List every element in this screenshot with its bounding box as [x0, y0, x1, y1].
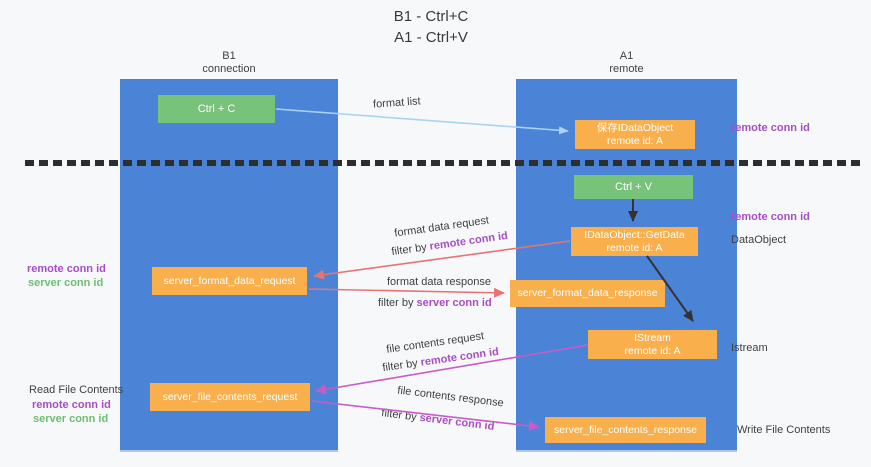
- server-file-contents-response-box: server_file_contents_response: [545, 417, 706, 443]
- flow-label-format-data-response: format data response: [387, 276, 491, 288]
- ctrl-c-label: Ctrl + C: [197, 102, 236, 115]
- annotation-server-conn-id-1: server conn id: [28, 277, 104, 289]
- arrow-format-data-response: [308, 287, 505, 298]
- lifeline-b1-role: connection: [202, 63, 256, 75]
- session-separator-dashed-line: [25, 160, 861, 166]
- annotation-remote-conn-id-2: remote conn id: [32, 399, 111, 411]
- annotation-remote-conn-id-1: remote conn id: [27, 263, 106, 275]
- flow-label-file-contents-response: file contents response: [396, 384, 505, 410]
- idataobject-getdata-line2: remote id: A: [606, 241, 663, 254]
- lifeline-a1-role: remote: [609, 63, 644, 75]
- save-idataobject-line2: remote id: A: [606, 134, 664, 147]
- annotation-istream: Istream: [731, 342, 768, 354]
- idataobject-getdata-box: IDataObject::GetData remote id: A: [571, 227, 698, 256]
- annotation-write-file-contents: Write File Contents: [737, 424, 831, 436]
- annotation-server-conn-id-2: server conn id: [33, 413, 109, 425]
- server-file-contents-response-label: server_file_contents_response: [553, 423, 697, 436]
- annotation-remote-conn-id-top: remote conn id: [731, 122, 810, 134]
- title-line-1: B1 - Ctrl+C: [393, 8, 469, 25]
- lifeline-b1-name: B1: [222, 50, 236, 62]
- server-format-data-request-box: server_format_data_request: [152, 267, 307, 295]
- ctrl-v-box: Ctrl + V: [574, 175, 693, 199]
- istream-line2: remote id: A: [624, 344, 681, 357]
- server-format-data-response-label: server_format_data_response: [517, 287, 658, 299]
- server-file-contents-request-box: server_file_contents_request: [150, 383, 310, 411]
- istream-line1: IStream: [634, 331, 671, 344]
- flow-label-format-list: format list: [372, 95, 422, 111]
- annotation-dataobject: DataObject: [731, 234, 787, 246]
- annotation-read-file-contents: Read File Contents: [29, 384, 124, 396]
- filter-key: server conn id: [418, 411, 495, 433]
- lifeline-header-b1: B1 connection: [120, 50, 338, 76]
- server-file-contents-request-label: server_file_contents_request: [162, 390, 298, 403]
- ctrl-c-box: Ctrl + C: [158, 95, 275, 123]
- diagram-title: B1 - Ctrl+C A1 - Ctrl+V: [394, 6, 469, 48]
- lifeline-a1-name: A1: [619, 50, 634, 62]
- filter-prefix: filter by: [381, 357, 419, 375]
- save-idataobject-box: 保存IDataObject remote id: A: [575, 120, 695, 149]
- filter-key: remote conn id: [428, 229, 509, 253]
- filter-prefix: filter by: [390, 241, 428, 259]
- filter-key: server conn id: [416, 297, 492, 309]
- filter-prefix: filter by: [380, 407, 418, 424]
- annotation-remote-conn-id-mid: remote conn id: [731, 211, 810, 223]
- filter-prefix: filter by: [378, 297, 414, 309]
- server-format-data-response-box: server_format_data_response: [510, 280, 665, 307]
- istream-box: IStream remote id: A: [588, 330, 717, 359]
- lifeline-header-a1: A1 remote: [516, 50, 737, 76]
- server-format-data-request-label: server_format_data_request: [163, 274, 296, 287]
- save-idataobject-line1: 保存IDataObject: [596, 121, 674, 134]
- idataobject-getdata-line1: IDataObject::GetData: [584, 228, 685, 241]
- title-line-2: A1 - Ctrl+V: [394, 29, 468, 46]
- ctrl-v-label: Ctrl + V: [615, 180, 652, 193]
